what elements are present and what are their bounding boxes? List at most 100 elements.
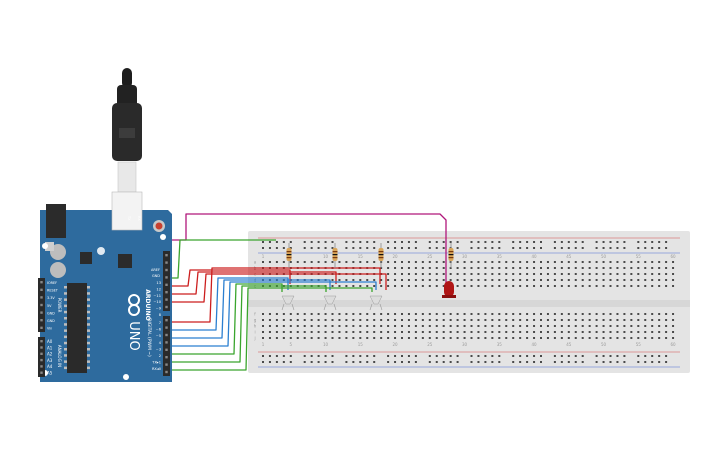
- breadboard-holes[interactable]: [262, 241, 675, 363]
- digital-pin-label: 4: [159, 341, 162, 345]
- analog-pin-label: A5: [47, 371, 53, 376]
- power-pin-label: 5V: [47, 304, 52, 308]
- analog-pin-label: A0: [47, 339, 53, 344]
- arduino-board[interactable]: ARDUINO UNO TX RX AREF GND DIGITAL (PWM …: [38, 191, 172, 382]
- column-number: 25: [427, 342, 433, 347]
- column-number: 15: [358, 254, 364, 259]
- digital-pin-label: TX▸1: [151, 361, 161, 365]
- column-number: 25: [427, 254, 433, 259]
- digital-pin-label: 8: [159, 313, 162, 317]
- column-number: 10: [323, 342, 329, 347]
- column-number: 45: [566, 254, 572, 259]
- analog-pin-label: A4: [47, 364, 53, 369]
- atmega-chip: [67, 283, 87, 373]
- row-letter: g: [254, 318, 257, 323]
- resistors[interactable]: [286, 243, 454, 268]
- power-pin-label: Vin: [47, 327, 52, 331]
- column-number: 10: [323, 254, 329, 259]
- power-pin-label: GND: [47, 311, 55, 315]
- rgb-led-1[interactable]: [281, 295, 295, 311]
- column-number: 60: [671, 342, 677, 347]
- column-number: 30: [462, 254, 468, 259]
- wire-red-4[interactable]: [172, 267, 381, 323]
- wire-green-3[interactable]: [172, 287, 373, 371]
- row-letter: a: [254, 260, 257, 265]
- power-pin-label: IOREF: [47, 281, 57, 285]
- red-led[interactable]: [442, 281, 456, 298]
- column-number: 35: [497, 254, 503, 259]
- analog-label: ANALOG IN: [57, 345, 62, 367]
- wire-red-1[interactable]: [172, 269, 291, 287]
- digital-pin-label: ~5: [156, 334, 161, 338]
- breadboard-column-numbers: 1155101015152020252530303535404045455050…: [262, 254, 676, 347]
- gnd-label: GND: [152, 274, 160, 278]
- column-number: 55: [636, 342, 642, 347]
- digital-pin-label: ~6: [156, 328, 162, 332]
- digital-header-high[interactable]: [163, 251, 170, 311]
- row-letter: j: [253, 336, 255, 341]
- row-letter: i: [254, 330, 255, 335]
- wire-blue-3[interactable]: [172, 281, 377, 347]
- column-number: 50: [601, 254, 607, 259]
- power-pin-label: 3.3V: [47, 296, 55, 300]
- resistor-4[interactable]: [448, 243, 454, 268]
- digital-pin-label: ~3: [156, 347, 161, 351]
- column-number: 45: [566, 342, 572, 347]
- wire-red-2[interactable]: [172, 271, 337, 295]
- digital-pin-label: ~11: [153, 294, 161, 298]
- wires[interactable]: [172, 213, 447, 371]
- arduino-brand: ARDUINO: [144, 289, 151, 320]
- column-number: 50: [601, 342, 607, 347]
- digital-label: DIGITAL (PWM ~): [146, 318, 152, 357]
- column-number: 40: [532, 254, 538, 259]
- wire-blue-2[interactable]: [172, 279, 331, 339]
- digital-pin-label: RX◂0: [152, 367, 162, 371]
- rx-label: RX: [137, 216, 141, 221]
- usb-cable[interactable]: [112, 68, 142, 193]
- column-number: 15: [358, 342, 364, 347]
- digital-pin-labels: 13 12 ~11 ~10 ~9 8 7 ~6 ~5 4 ~3 2TX▸1RX◂0: [151, 281, 161, 371]
- resistor-2[interactable]: [332, 243, 338, 268]
- digital-pin-label: ~9: [156, 307, 162, 311]
- reset-button[interactable]: [155, 222, 163, 230]
- arduino-model: UNO: [126, 321, 141, 350]
- wire-red-3[interactable]: [172, 273, 387, 303]
- power-pin-label: GND: [47, 319, 55, 323]
- rgb-led-3[interactable]: [369, 295, 383, 311]
- column-number: 35: [497, 342, 503, 347]
- column-number: 1: [262, 254, 265, 259]
- digital-pin-label: 7: [159, 321, 161, 325]
- row-letter: h: [254, 324, 257, 329]
- digital-pin-label: ~10: [153, 300, 161, 304]
- resistor-3[interactable]: [378, 243, 384, 268]
- capacitor-2: [50, 262, 66, 278]
- power-pin-labels: IOREF RESET 3.3V 5V GND GND Vin: [47, 281, 59, 331]
- digital-pin-label: 13: [156, 281, 161, 285]
- digital-pin-label: 12: [156, 287, 161, 291]
- digital-pin-label: 2: [159, 354, 161, 358]
- column-number: 55: [636, 254, 642, 259]
- arduino-logo-icon: [128, 294, 140, 316]
- column-number: 30: [462, 342, 468, 347]
- column-number: 1: [262, 342, 265, 347]
- analog-pin-label: A1: [47, 345, 53, 350]
- power-pin-label: RESET: [47, 289, 59, 293]
- resistor-1[interactable]: [286, 243, 292, 268]
- row-letter: f: [254, 312, 256, 317]
- power-label: POWER: [57, 298, 62, 313]
- column-number: 5: [290, 342, 293, 347]
- rgb-led-2[interactable]: [323, 295, 337, 311]
- column-number: 20: [393, 342, 399, 347]
- aref-label: AREF: [151, 268, 160, 272]
- digital-header-low[interactable]: [163, 316, 170, 376]
- analog-pin-label: A2: [47, 352, 53, 357]
- wire-green-gnd-rail[interactable]: [172, 239, 276, 279]
- analog-header[interactable]: [38, 337, 45, 377]
- tx-label: TX: [127, 215, 131, 221]
- wire-green-1[interactable]: [172, 283, 283, 355]
- column-number: 60: [671, 254, 677, 259]
- column-number: 40: [532, 342, 538, 347]
- breadboard[interactable]: 1155101015152020252530303535404045455050…: [248, 231, 690, 373]
